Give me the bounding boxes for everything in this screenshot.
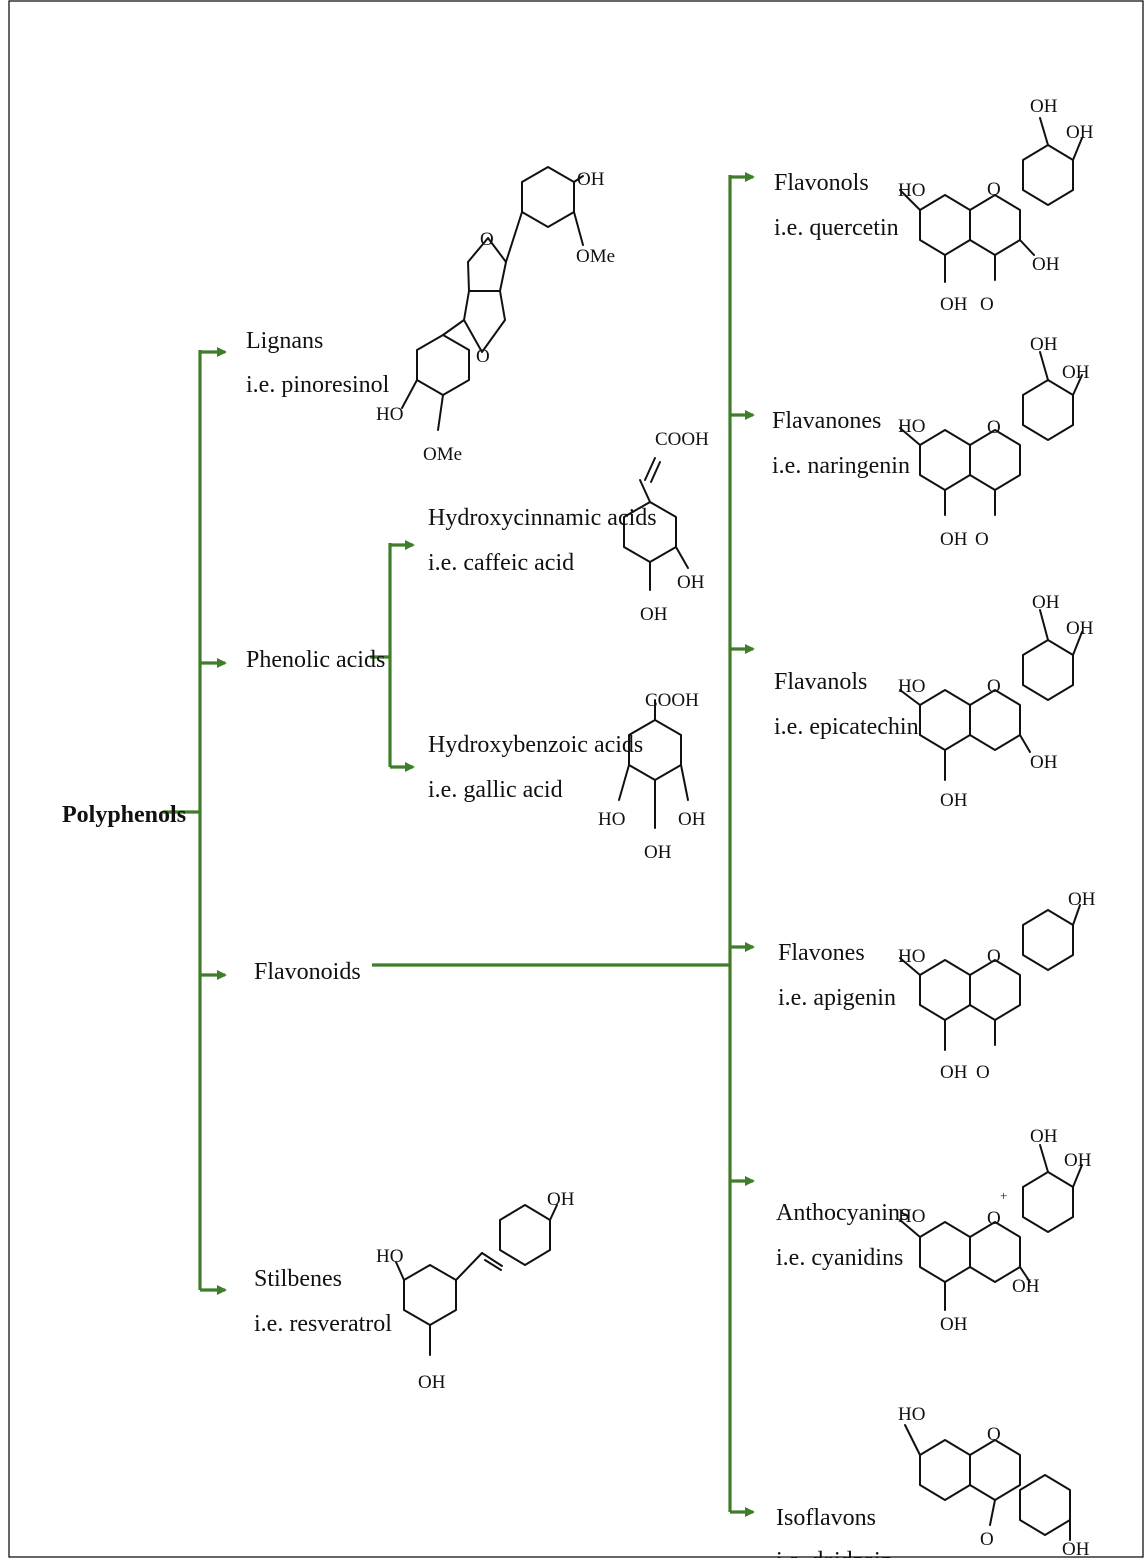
epicatechin-structure: HO O OH OH OH OH bbox=[898, 592, 1094, 811]
cyanidin-structure: HO O + OH OH OH OH bbox=[898, 1126, 1092, 1335]
svg-text:HO: HO bbox=[376, 1246, 403, 1267]
svg-text:OH: OH bbox=[1030, 752, 1058, 773]
svg-text:OH: OH bbox=[1062, 1539, 1090, 1558]
svg-text:+: + bbox=[1000, 1188, 1007, 1203]
svg-text:O: O bbox=[476, 346, 490, 367]
svg-text:HO: HO bbox=[598, 809, 625, 830]
svg-text:OH: OH bbox=[678, 809, 706, 830]
lignans-example: i.e. pinoresinol bbox=[246, 372, 390, 398]
svg-text:O: O bbox=[987, 676, 1001, 697]
svg-text:HO: HO bbox=[898, 946, 925, 967]
daidzein-structure: HO O O OH bbox=[898, 1404, 1090, 1558]
svg-text:OMe: OMe bbox=[576, 246, 615, 267]
pinoresinol-structure: OH O OMe O HO OMe bbox=[376, 166, 615, 465]
flavones-name: Flavones bbox=[778, 940, 865, 966]
svg-text:OH: OH bbox=[1062, 362, 1090, 383]
svg-text:O: O bbox=[987, 946, 1001, 967]
svg-text:OH: OH bbox=[1012, 1276, 1040, 1297]
svg-text:HO: HO bbox=[898, 676, 925, 697]
svg-text:OH: OH bbox=[1032, 254, 1060, 275]
svg-text:O: O bbox=[987, 417, 1001, 438]
svg-text:HO: HO bbox=[898, 1206, 925, 1227]
hydroxycinnamic-example: i.e. caffeic acid bbox=[428, 550, 574, 576]
svg-text:HO: HO bbox=[898, 180, 925, 201]
svg-text:O: O bbox=[987, 179, 1001, 200]
svg-text:OH: OH bbox=[640, 604, 668, 625]
svg-text:O: O bbox=[980, 294, 994, 315]
svg-text:OH: OH bbox=[644, 842, 672, 863]
svg-text:COOH: COOH bbox=[645, 690, 699, 711]
apigenin-structure: HO O OH OH O bbox=[898, 889, 1096, 1083]
svg-text:OH: OH bbox=[1032, 592, 1060, 613]
caffeic-acid-structure: COOH OH OH bbox=[623, 429, 709, 625]
flavanols-name: Flavanols bbox=[774, 669, 867, 695]
flavanones-example: i.e. naringenin bbox=[772, 453, 910, 479]
svg-text:O: O bbox=[975, 529, 989, 550]
svg-text:OH: OH bbox=[940, 294, 968, 315]
svg-text:OH: OH bbox=[940, 1062, 968, 1083]
naringenin-structure: HO O OH OH OH O bbox=[898, 334, 1090, 550]
gallic-acid-structure: COOH OH HO OH bbox=[598, 690, 706, 863]
svg-text:COOH: COOH bbox=[655, 429, 709, 450]
flavanols-example: i.e. epicatechin bbox=[774, 714, 919, 740]
quercetin-structure: HO O OH OH OH OH O bbox=[898, 96, 1094, 315]
svg-text:OH: OH bbox=[940, 1314, 968, 1335]
isoflavons-example: i.e. daidzein bbox=[776, 1548, 893, 1558]
stilbenes-example: i.e. resveratrol bbox=[254, 1311, 392, 1337]
svg-text:OH: OH bbox=[1030, 96, 1058, 117]
svg-text:OH: OH bbox=[577, 169, 605, 190]
svg-text:HO: HO bbox=[898, 416, 925, 437]
svg-text:HO: HO bbox=[376, 404, 403, 425]
svg-text:HO: HO bbox=[898, 1404, 925, 1425]
svg-text:OMe: OMe bbox=[423, 444, 462, 465]
flavonols-example: i.e. quercetin bbox=[774, 215, 899, 241]
anthocyanins-name: Anthocyanins bbox=[776, 1200, 909, 1226]
flavanones-name: Flavanones bbox=[772, 408, 881, 434]
isoflavons-name: Isoflavons bbox=[776, 1505, 876, 1531]
phenolic-acids-name: Phenolic acids bbox=[246, 647, 385, 673]
flavonoids-name: Flavonoids bbox=[254, 959, 361, 985]
root-label: Polyphenols bbox=[62, 802, 186, 828]
resveratrol-structure: HO OH OH bbox=[376, 1189, 575, 1393]
svg-text:OH: OH bbox=[1030, 334, 1058, 355]
svg-text:OH: OH bbox=[940, 529, 968, 550]
svg-text:O: O bbox=[987, 1208, 1001, 1229]
hydroxybenzoic-name: Hydroxybenzoic acids bbox=[428, 732, 643, 758]
svg-text:OH: OH bbox=[1066, 618, 1094, 639]
svg-text:O: O bbox=[987, 1424, 1001, 1445]
flavones-example: i.e. apigenin bbox=[778, 985, 896, 1011]
anthocyanins-example: i.e. cyanidins bbox=[776, 1245, 903, 1271]
svg-text:OH: OH bbox=[1066, 122, 1094, 143]
svg-text:O: O bbox=[980, 1529, 994, 1550]
svg-text:OH: OH bbox=[1068, 889, 1096, 910]
tree-connectors bbox=[163, 172, 755, 1517]
stilbenes-name: Stilbenes bbox=[254, 1266, 342, 1292]
svg-text:OH: OH bbox=[418, 1372, 446, 1393]
svg-text:O: O bbox=[480, 229, 494, 250]
svg-text:O: O bbox=[976, 1062, 990, 1083]
svg-text:OH: OH bbox=[547, 1189, 575, 1210]
hydroxycinnamic-name: Hydroxycinnamic acids bbox=[428, 505, 657, 531]
flavonols-name: Flavonols bbox=[774, 170, 869, 196]
hydroxybenzoic-example: i.e. gallic acid bbox=[428, 777, 563, 803]
svg-text:OH: OH bbox=[1030, 1126, 1058, 1147]
svg-text:OH: OH bbox=[677, 572, 705, 593]
labels: Polyphenols Lignans i.e. pinoresinol Phe… bbox=[62, 170, 919, 1558]
svg-text:OH: OH bbox=[1064, 1150, 1092, 1171]
frame-border bbox=[8, 0, 1144, 1558]
lignans-name: Lignans bbox=[246, 328, 323, 354]
svg-text:OH: OH bbox=[940, 790, 968, 811]
